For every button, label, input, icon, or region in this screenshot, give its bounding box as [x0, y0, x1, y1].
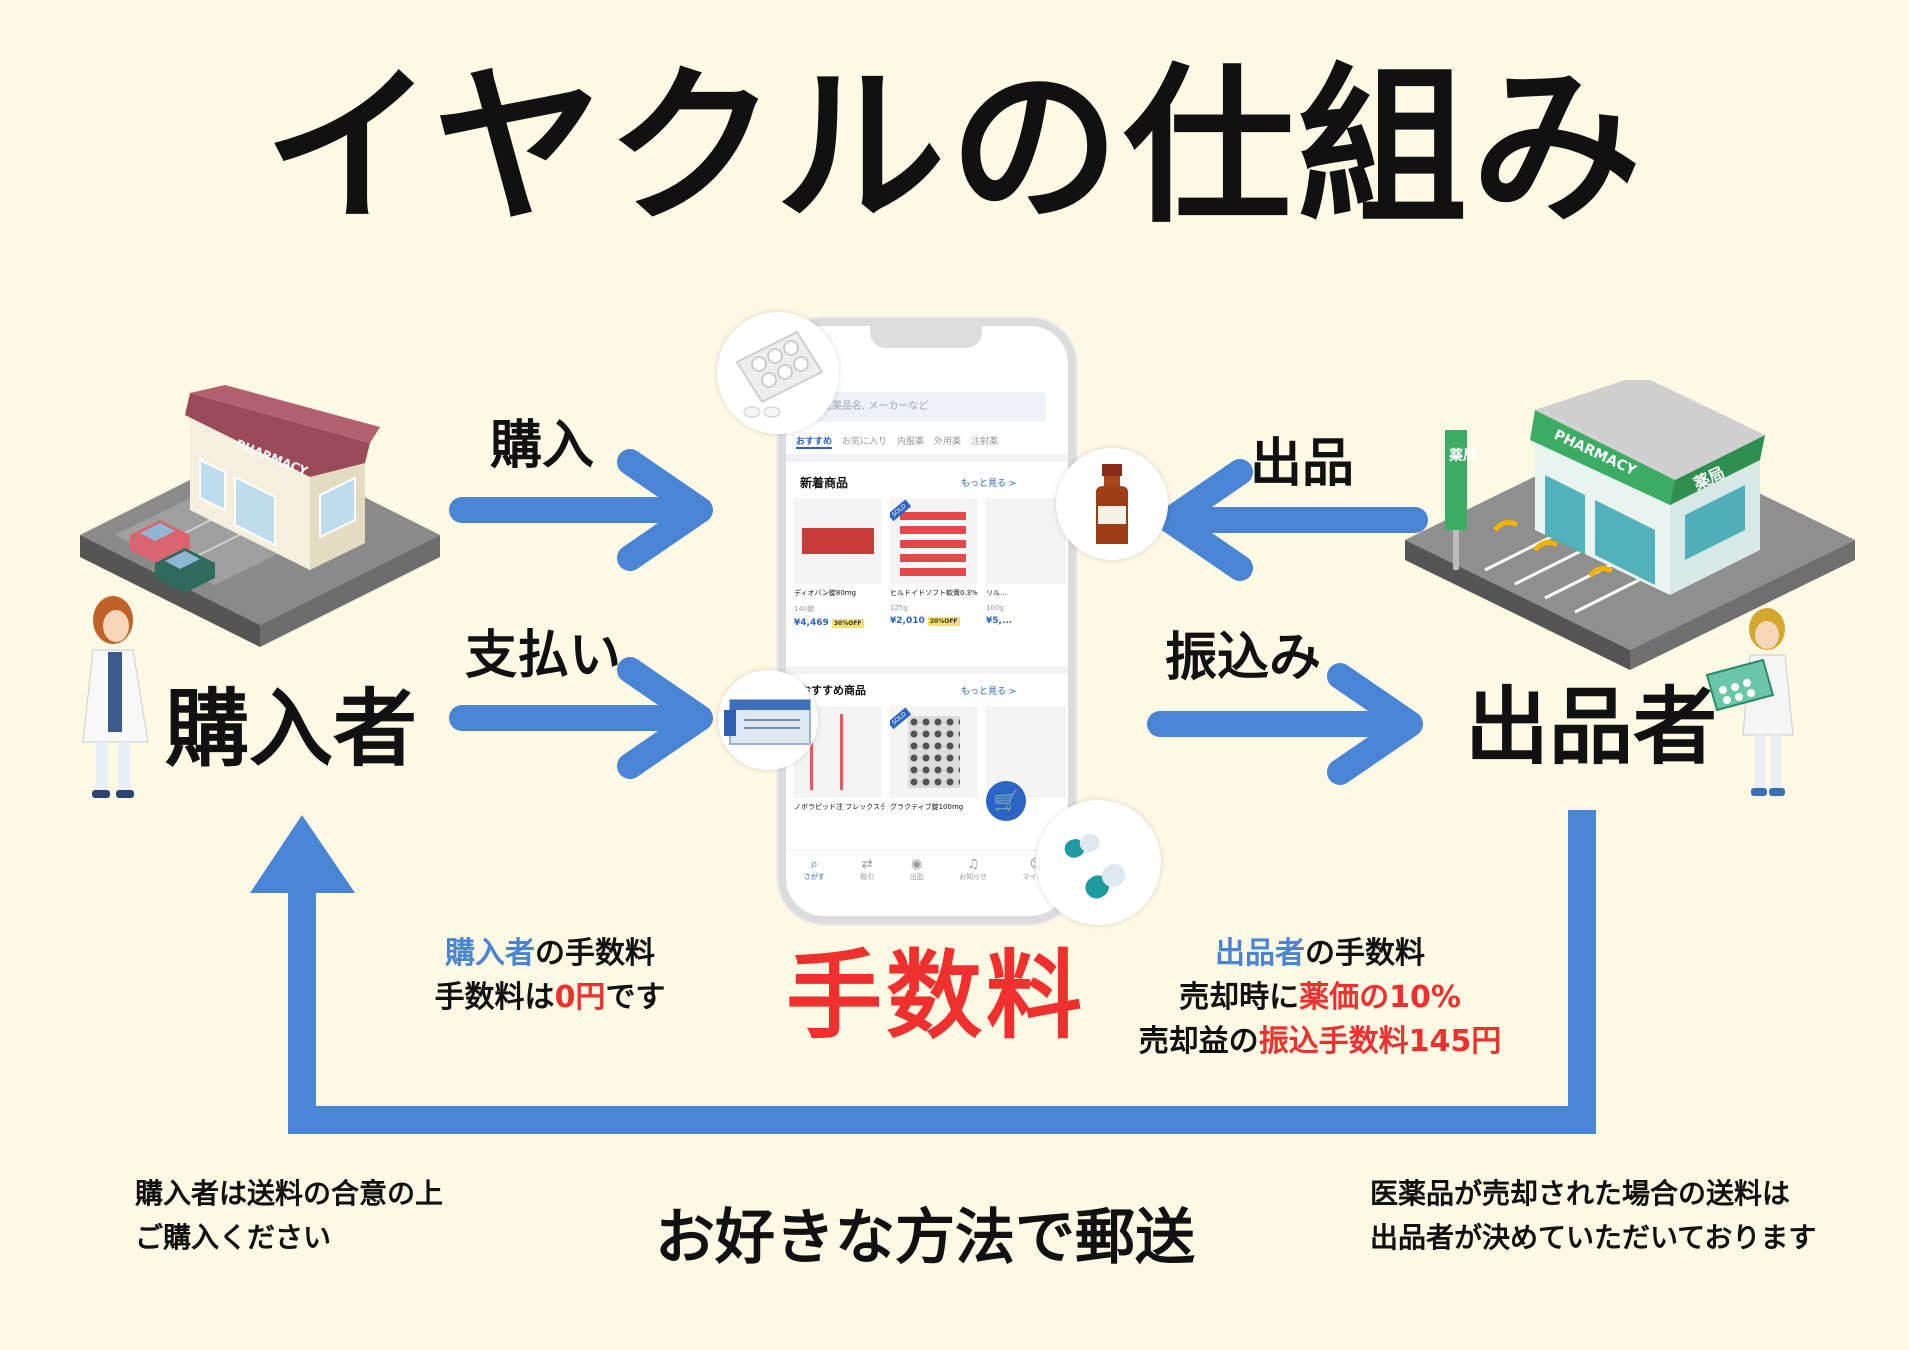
product-image: SOLD [890, 706, 978, 798]
fee-title: 手数料 [786, 940, 1086, 1052]
tab-oral[interactable]: 内服薬 [897, 437, 925, 447]
medicine-bottle-badge [1056, 448, 1168, 560]
product-qty: 125g [890, 604, 908, 612]
purchase-arrow [449, 449, 713, 571]
cart-icon: 🛒 [993, 789, 1019, 813]
product-price: ¥5,... [986, 616, 1013, 626]
pill-sheet-badge [717, 312, 839, 434]
product-name: ヒルドイドソフト軟膏0.3% [890, 589, 978, 597]
svg-text:薬局: 薬局 [1449, 447, 1477, 464]
nav-trade[interactable]: ⇄取引 [860, 857, 875, 881]
buyer-pharmacy-illustration: PHARMACY [80, 385, 440, 647]
product-name: ノボラピッド注 フレックスタッチ [794, 803, 884, 811]
prescription-card-badge [718, 670, 818, 770]
payment-arrow [449, 657, 713, 779]
seller-fee-text: 出品者の手数料 売却時に薬価の10% 売却益の振込手数料145円 [1138, 936, 1502, 1059]
product-image [986, 498, 1066, 584]
product-name: ディオバン錠80mg [794, 589, 857, 597]
buyer-fee-text: 購入者の手数料 手数料は0円です [434, 936, 666, 1015]
product-card[interactable]: SOLD グラクティブ錠100mg [890, 706, 980, 812]
buyer-person-illustration [82, 596, 149, 798]
cart-button[interactable]: 🛒 [986, 781, 1026, 821]
seller-shipping-note: 医薬品が売却された場合の送料は 出品者が決めていただいております [1370, 1177, 1817, 1254]
product-price: ¥4,469 [794, 618, 829, 628]
buyer-label: 購入者 [165, 680, 418, 778]
product-image [794, 706, 882, 798]
capsules-icon [1064, 833, 1126, 899]
product-card[interactable]: SOLD ヒルドイドソフト軟膏0.3% 125g ¥2,010 20%OFF [890, 498, 980, 638]
discount-badge: 20%OFF [927, 617, 960, 626]
capsules-badge [1036, 800, 1161, 925]
product-price: ¥2,010 [890, 616, 925, 626]
camera-icon: ◉ [911, 857, 923, 872]
listing-label: 出品 [1250, 434, 1355, 494]
nav-search[interactable]: ⌕さがす [803, 857, 825, 881]
app-category-tabs: おすすめ お気に入り 内服薬 外用薬 注射薬 [796, 434, 1058, 449]
transfer-arrow [1147, 663, 1423, 785]
transfer-label: 振込み [1165, 628, 1322, 688]
product-name: リル... [986, 589, 1007, 597]
shipping-method-label: お好きな方法で郵送 [655, 1203, 1195, 1273]
prescription-card-icon [724, 699, 811, 745]
buyer-shipping-note: 購入者は送料の合意の上 ご購入ください [135, 1177, 444, 1254]
new-products-heading: 新着商品 [800, 476, 849, 490]
app-bottom-nav: ⌕さがす ⇄取引 ◉出品 ♫お知らせ ☺マイペ... [786, 850, 1068, 900]
purchase-label: 購入 [490, 416, 595, 476]
seller-person-illustration [1705, 608, 1794, 796]
medicine-bottle-icon [1096, 464, 1128, 544]
discount-badge: 30%OFF [831, 619, 864, 628]
tab-external[interactable]: 外用薬 [934, 437, 962, 447]
seller-pharmacy-illustration: PHARMACY 薬局 薬局 [1405, 380, 1855, 670]
app-phone-mockup: ⌕ 医薬品名, メーカーなど おすすめ お気に入り 内服薬 外用薬 注射薬 新着… [778, 318, 1076, 924]
nav-notifications[interactable]: ♫お知らせ [959, 857, 988, 881]
product-card[interactable]: リル... 100g ¥5,... [986, 498, 1066, 638]
tab-recommended[interactable]: おすすめ [796, 434, 833, 449]
product-name: グラクティブ錠100mg [890, 803, 964, 811]
pill-sheet-icon [735, 330, 824, 418]
listing-arrow [1157, 459, 1428, 581]
search-icon: ⌕ [810, 857, 818, 872]
product-image [794, 498, 882, 584]
tab-injection[interactable]: 注射薬 [971, 437, 999, 447]
product-qty: 140錠 [794, 605, 815, 613]
bell-icon: ♫ [967, 857, 979, 872]
phone-notch [870, 326, 982, 348]
handshake-icon: ⇄ [861, 857, 873, 872]
page-title: イヤクルの仕組み [263, 49, 1646, 247]
new-products-more-link[interactable]: もっと見る > [961, 479, 1017, 489]
shipping-loop-arrow [250, 810, 1596, 1134]
product-card[interactable]: ノボラピッド注 フレックスタッチ [794, 706, 884, 812]
nav-sell[interactable]: ◉出品 [909, 857, 924, 881]
seller-label: 出品者 [1465, 678, 1718, 776]
app-search-input[interactable]: ⌕ 医薬品名, メーカーなど [800, 392, 1046, 422]
product-image: SOLD [890, 498, 978, 584]
product-card[interactable]: ディオバン錠80mg 140錠 ¥4,469 30%OFF [794, 498, 884, 638]
recommended-more-link[interactable]: もっと見る > [961, 687, 1017, 697]
tab-favorites[interactable]: お気に入り [842, 437, 888, 447]
payment-label: 支払い [465, 626, 622, 686]
product-qty: 100g [986, 604, 1004, 612]
recommended-heading: おすすめ商品 [800, 684, 866, 697]
